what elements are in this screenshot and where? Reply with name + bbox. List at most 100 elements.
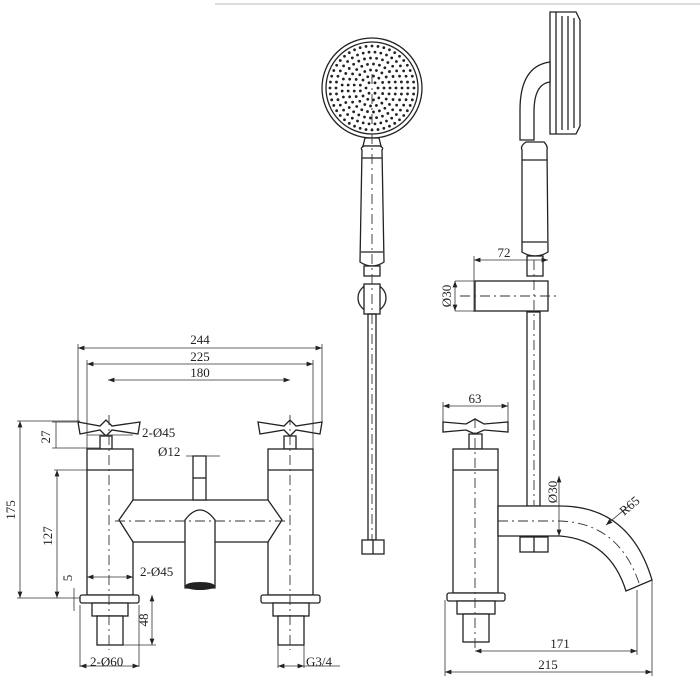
shower-head-hole	[351, 100, 354, 104]
shower-head-hole	[358, 89, 362, 93]
shower-head-hole	[377, 96, 381, 100]
shower-head-hole	[351, 72, 354, 76]
shower-head-hole	[352, 89, 356, 93]
shower-head-hole	[395, 103, 399, 107]
shower-head-hole	[367, 81, 371, 85]
shower-head-hole	[372, 74, 375, 78]
shower-head-hole	[408, 69, 412, 72]
shower-head-hole	[356, 53, 359, 57]
shower-head-hole	[398, 118, 401, 122]
shower-head-hole	[381, 114, 384, 118]
shower-head-hole	[338, 69, 342, 73]
shower-head-hole	[361, 51, 365, 55]
dim-63: 63	[469, 391, 482, 406]
dim-244: 244	[190, 332, 210, 347]
shower-head-hole	[394, 60, 398, 63]
shower-head-hole	[373, 50, 377, 54]
shower-head-hole	[369, 56, 372, 60]
shower-head-hole	[343, 118, 346, 122]
shower-head-hole	[342, 108, 345, 112]
shower-head-hole	[336, 74, 340, 78]
shower-head-hole	[335, 63, 339, 67]
shower-head-hole	[355, 105, 359, 108]
shower-head-hole	[346, 83, 350, 87]
shower-head-hole	[387, 80, 391, 84]
shower-head-hole	[410, 98, 414, 102]
shower-head-hole	[398, 98, 401, 102]
shower-head-hole	[364, 45, 368, 48]
shower-head-hole	[355, 68, 359, 71]
shower-head-hole	[335, 80, 338, 84]
shower-head-hole	[391, 75, 395, 78]
shower-head-hole	[372, 62, 375, 66]
shower-head-hole	[347, 51, 351, 55]
shower-head-hole	[394, 113, 398, 116]
shower-head-hole	[335, 109, 339, 113]
side-dimensions	[442, 256, 653, 676]
shower-head-hole	[406, 92, 409, 96]
shower-head-hole	[381, 81, 385, 84]
shower-head-hole	[369, 68, 372, 72]
shower-head-hole	[405, 63, 409, 67]
shower-head-hole	[381, 92, 385, 95]
shower-head-hole	[335, 92, 338, 96]
shower-head-hole	[352, 62, 356, 66]
shower-head-hole	[350, 116, 354, 120]
shower-head-hole	[377, 76, 381, 80]
shower-head-hole	[363, 103, 367, 106]
shower-head-hole	[402, 69, 406, 73]
shower-head-hole	[347, 121, 351, 125]
shower-head-hole	[399, 80, 403, 84]
shower-head-hole	[408, 104, 412, 107]
shower-head-hole	[373, 122, 377, 126]
shower-head-hole	[342, 64, 345, 68]
shower-head-hole	[376, 128, 380, 131]
shower-head-hole	[400, 86, 404, 90]
dim-handle-diameter: 2-Ø45	[142, 425, 175, 440]
shower-head-hole	[404, 98, 408, 102]
shower-head-hole	[332, 104, 336, 107]
shower-head-hole	[372, 98, 375, 102]
dim-72: 72	[498, 245, 511, 260]
shower-head-hole	[334, 86, 338, 90]
dim-48: 48	[136, 614, 151, 627]
shower-head-hole	[412, 92, 415, 96]
shower-head-hole	[343, 54, 346, 58]
shower-head-hole	[367, 50, 371, 54]
shower-head-hole	[393, 80, 397, 84]
shower-head-hole	[383, 106, 387, 110]
dim-r65: R65	[616, 493, 642, 518]
shower-head-hole	[354, 95, 358, 98]
shower-head-hole	[383, 66, 387, 70]
shower-head-hole	[369, 116, 372, 120]
dim-180: 180	[190, 365, 210, 380]
shower-head-hole	[338, 114, 342, 117]
shower-head-hole	[385, 53, 388, 57]
shower-head-hole	[353, 48, 356, 52]
shower-head-hole	[347, 106, 351, 109]
shower-head-hole	[386, 61, 390, 64]
shower-head-hole	[398, 74, 401, 78]
shower-head-hole	[412, 86, 416, 90]
shower-head-hole	[375, 69, 378, 72]
shower-head-hole	[360, 108, 364, 112]
shower-head-hole	[384, 75, 388, 79]
shower-head-hole	[391, 98, 395, 101]
shower-head-hole	[329, 92, 332, 96]
shower-head-hole	[395, 69, 399, 73]
shower-head-hole	[328, 86, 332, 90]
shower-head-hole	[347, 67, 351, 70]
shower-head-hole	[388, 124, 391, 128]
shower-head-hole	[350, 56, 354, 60]
shower-head-hole	[388, 48, 391, 52]
shower-head-hole	[406, 86, 410, 90]
shower-head-hole	[358, 73, 362, 77]
dim-127: 127	[40, 526, 55, 546]
mixer-side-view	[442, 418, 653, 650]
dim-175: 175	[3, 500, 18, 520]
shower-head-hole	[338, 59, 342, 62]
shower-head-hole	[358, 126, 362, 130]
shower-head-hole	[391, 64, 395, 68]
shower-head-hole	[367, 91, 371, 95]
